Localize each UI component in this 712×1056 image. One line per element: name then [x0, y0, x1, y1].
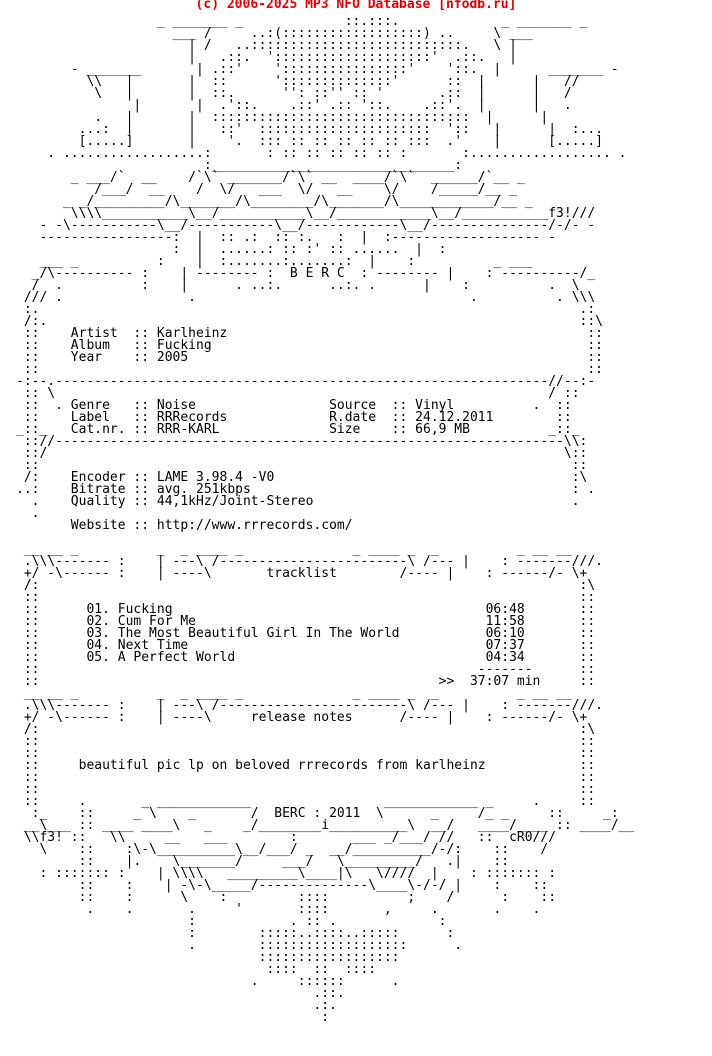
nfo-line: \\f3! :: \\ __ ___ : ___ _/___/ // :: cR… [16, 830, 557, 845]
nfo-line: . Quality :: 44,1kHz/Joint-Stereo . [16, 494, 580, 509]
nfo-line: . ::::::::::::::::::: . [16, 938, 463, 953]
nfo-line: . | | ::::::::::::::::::::::::::::::::: … [16, 110, 549, 125]
nfo-line: .\\\------- : | ---\ /------------------… [16, 698, 603, 713]
nfo-line: :: 04. Next Time 07:37 :: [16, 638, 596, 653]
nfo-ascii-art: _ _______ _ ::.:::. _ _______ _ ___ / ..… [16, 14, 635, 1025]
nfo-line: Website :: http://www.rrrecords.com/ [16, 518, 353, 533]
nfo-line: - _______ | .::' '::::::::::::::::' '::.… [16, 62, 619, 77]
nfo-line: __ __ _ _ _ ____ _ _ ____ _ _ _ __ __ [16, 686, 572, 701]
nfo-line: :: :: [16, 782, 596, 797]
nfo-line: :: >> 37:07 min :: [16, 674, 596, 689]
nfo-line: /: Encoder :: LAME 3.98.4 -V0 :\ [16, 470, 588, 485]
nfo-line: : :::::..::::..::::: : [16, 926, 455, 941]
nfo-line: [.....] | '. ::: :: :: :: :: :: ::: .' |… [16, 134, 603, 149]
nfo-line: _ ___/` __ /`\` _______/`\` __ ____/`\` … [16, 170, 525, 185]
nfo-line: :: Artist :: Karlheinz :: [16, 326, 603, 341]
nfo-line: :: beautiful pic lp on beloved rrrecords… [16, 758, 596, 773]
nfo-line: ::/ \:: [16, 446, 588, 461]
nfo-line: | .::. '::::::::::::::::::::' .::. | [16, 50, 517, 65]
nfo-line: :://------------------------------------… [16, 434, 588, 449]
nfo-line: :: \ / :: [16, 386, 580, 401]
nfo-line: . . . ' :::: , . . . [16, 902, 541, 917]
nfo-line: : . :: . : [16, 914, 447, 929]
nfo-line: - -\-----------\__/-----------\__/------… [16, 218, 596, 233]
nfo-line: ___ / ..:(::::::::::::::::::) .. \ ___ [16, 26, 533, 41]
nfo-line: :: 05. A Perfect World 04:34 :: [16, 650, 596, 665]
nfo-line: : [16, 1010, 330, 1025]
nfo-line: :: Label :: RRRecords R.date :: 24.12.20… [16, 410, 572, 425]
nfo-line: .::. [16, 986, 345, 1001]
nfo-line: :: |. \_______/ ___/ \_________/ .| :: [16, 854, 510, 869]
nfo-line: _::_ Cat.nr. :: RRR-KARL Size :: 66,9 MB… [16, 422, 580, 437]
nfo-line: . [16, 506, 580, 521]
nfo-line: \ | | ::. '': ::'' :: ' .:: | | / [16, 86, 572, 101]
nfo-line: :: Album :: Fucking :: [16, 338, 603, 353]
nfo-line: +/ -\------ : | ----\ tracklist /---- | … [16, 566, 588, 581]
nfo-line: :: :: [16, 458, 588, 473]
nfo-line: :: : | -\-\_____/--------------\____\-/-… [16, 878, 549, 893]
nfo-line: -----------------: | :: .: :: :. : | :--… [16, 230, 557, 245]
nfo-line: / . : | . ..:. ..:. . | : . \ [16, 278, 580, 293]
nfo-line: :: Year :: 2005 :: [16, 350, 603, 365]
nfo-line: :: : \ : :::: ; / : :: [16, 890, 557, 905]
site-header: (c) 2006-2025 MP3 NFO Database [nfodb.ru… [195, 0, 517, 12]
nfo-line: .\\\------- : | ---\ /------------------… [16, 554, 603, 569]
nfo-line: /// . . . . \\\ [16, 290, 596, 305]
nfo-line: . ..................: : :: :: :: :: :: :… [16, 146, 627, 161]
nfo-line: :: 01. Fucking 06:48 :: [16, 602, 596, 617]
nfo-line: :. .: [16, 302, 596, 317]
nfo-line: /: :\ [16, 722, 596, 737]
nfo-line: | / ..:::::::::::::::::::::::::::. \ | [16, 38, 517, 53]
nfo-line: | | .'::. .::' .:: '::. .::'. | | . [16, 98, 572, 113]
nfo-line: /: :\ [16, 578, 596, 593]
nfo-line: :_______________________________: [16, 158, 463, 173]
nfo-line: .:. [16, 998, 337, 1013]
nfo-line: -:--.-----------------------------------… [16, 374, 596, 389]
nfo-line: _ _/_________/\_______/\________/\______… [16, 194, 533, 209]
nfo-line: :: 03. The Most Beautiful Girl In The Wo… [16, 626, 596, 641]
nfo-line: __\___ :: ____ ____\ _ _/________i______… [16, 818, 635, 833]
nfo-line: /:. ::\ [16, 314, 603, 329]
nfo-line: :: :: [16, 746, 596, 761]
nfo-line: :: :: [16, 590, 596, 605]
nfo-line: \\ | | :: '::::::::::::::' :: | | // [16, 74, 580, 89]
nfo-line: :: . Genre :: Noise Source :: Vinyl . :: [16, 398, 572, 413]
nfo-line: : | ......: :: :' :: ...... | : [16, 242, 447, 257]
nfo-line: :: 02. Cum For Me 11:58 :: [16, 614, 596, 629]
nfo-line: \\\\___________\__/___________\__/______… [16, 206, 596, 221]
nfo-line: :: :: [16, 770, 596, 785]
nfo-line: :_ :: _ \ _ / BERC : 2011 \ _ /_ _ :: _: [16, 806, 619, 821]
nfo-line: :: ------- :: [16, 662, 596, 677]
nfo-line: :: :: [16, 734, 596, 749]
nfo-line: _ _______ _ ::.:::. _ _______ _ [16, 14, 588, 29]
nfo-line: : ::::::: : | \\\\ _________\____|\ \///… [16, 866, 557, 881]
nfo-line: :: . _ ____________ ____________ _ . :: [16, 794, 596, 809]
nfo-line: . :::::: . [16, 974, 400, 989]
nfo-line: ...: | | ::' :::::::::::::::::::::: ':: … [16, 122, 603, 137]
nfo-line: :::: :: :::: [16, 962, 377, 977]
nfo-line: ..: Bitrate :: avg. 251kbps : . [16, 482, 596, 497]
nfo-line: +/ -\------ : | ----\ release notes /---… [16, 710, 588, 725]
nfo-line: :: :: [16, 362, 603, 377]
nfo-line: ___ _ : | :.......:.......: | : _ ___ [16, 254, 533, 269]
nfo-line: \ :: :\-\__________\__/___/ _ __/_______… [16, 842, 549, 857]
nfo-line: :::::::::::::::::: [16, 950, 400, 965]
nfo-line: _/\---------- : | -------- : B E R C : -… [16, 266, 596, 281]
nfo-line: /___/ __ / \/ ___ \/ __ \/ /_____/__ _ [16, 182, 517, 197]
nfo-line: __ __ _ _ _ ____ _ _ ____ _ _ _ __ __ [16, 542, 572, 557]
